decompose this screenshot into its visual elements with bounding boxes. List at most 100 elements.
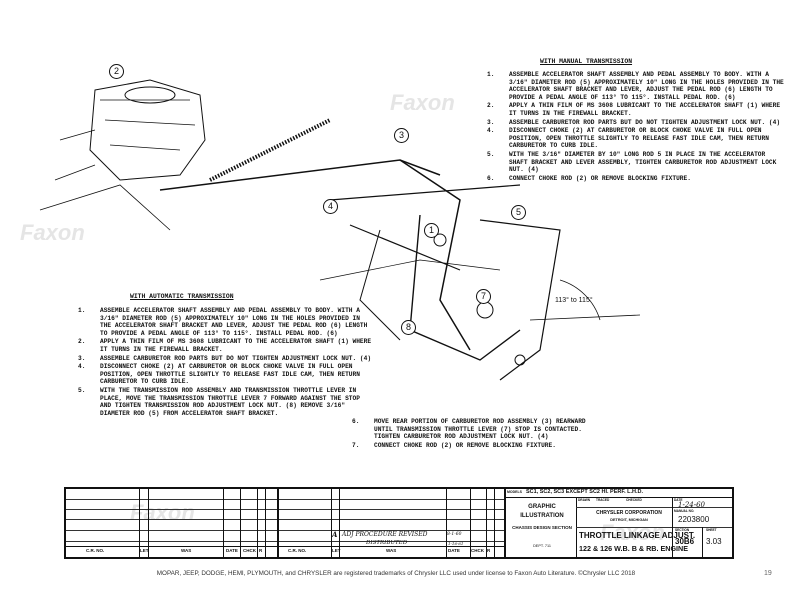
instruction-step: 7.CONNECT CHOKE ROD (2) OR REMOVE BLOCKI… — [352, 442, 602, 450]
step-number: 2. — [487, 102, 495, 110]
step-number: 4. — [487, 127, 495, 135]
step-number: 4. — [78, 363, 86, 371]
column-header: LET — [332, 548, 341, 553]
column-header: DATE — [226, 548, 238, 553]
instruction-step: 3. ASSEMBLE CARBURETOR ROD PARTS BUT DO N… — [487, 119, 787, 127]
column-header: WAS — [181, 548, 192, 553]
distributed-date: 1-16-61 — [448, 541, 464, 546]
step-text: CONNECT CHOKE ROD (2) OR REMOVE BLOCKING… — [509, 174, 691, 182]
automatic-heading: WITH AUTOMATIC TRANSMISSION — [130, 293, 234, 300]
automatic-steps: 1. ASSEMBLE ACCELERATOR SHAFT ASSEMBLY AN… — [78, 307, 374, 418]
title-line-1: THROTTLE LINKAGE ADJUST. — [579, 531, 696, 540]
manual-heading: WITH MANUAL TRANSMISSION — [540, 58, 633, 65]
pedal-angle-label: 113° to 115° — [555, 297, 593, 304]
callout-8: 8 — [401, 320, 416, 335]
callout-5: 5 — [511, 205, 526, 220]
section-value: 30B6 — [675, 537, 695, 546]
instruction-step: 5. WITH THE TRANSMISSION ROD ASSEMBLY AND… — [78, 387, 374, 417]
column-header: CHCK — [243, 548, 256, 553]
step-text: WITH THE 3/16" DIAMETER BY 10" LONG ROD … — [509, 150, 777, 174]
automatic-steps-continued: 6. MOVE REAR PORTION OF CARBURETOR ROD AS… — [352, 418, 602, 450]
sheet-value: 3.03 — [706, 537, 722, 546]
checked-label: CHECKED — [626, 498, 642, 502]
watermark-logo: Faxon — [20, 220, 85, 245]
company-city: DETROIT, MICHIGAN — [610, 518, 648, 522]
instruction-step: 1. ASSEMBLE ACCELERATOR SHAFT ASSEMBLY AN… — [78, 307, 374, 337]
manual-no-label: MANUAL NO. — [674, 509, 695, 513]
column-header: DATE — [448, 548, 460, 553]
column-header: WAS — [386, 548, 397, 553]
carburetor-rod — [159, 159, 441, 191]
date-label: DATE — [674, 498, 683, 502]
step-text: ASSEMBLE CARBURETOR ROD PARTS BUT DO NOT… — [100, 354, 372, 362]
models-label: MODELS — [507, 490, 522, 494]
step-text: CONNECT CHOKE ROD (2) OR REMOVE BLOCKING… — [374, 441, 556, 449]
step-text: DISCONNECT CHOKE (2) AT CARBURETOR OR BL… — [100, 363, 360, 386]
step-number: 1. — [78, 307, 86, 314]
step-number: 6. — [352, 418, 360, 425]
graphic-illustration-label: GRAPHIC ILLUSTRATION — [520, 504, 564, 519]
manual-no-value: 2203800 — [678, 515, 710, 524]
distributed-text: DISTRIBUTED — [366, 540, 408, 546]
step-number: 6. — [487, 174, 495, 182]
callout-7: 7 — [476, 289, 491, 304]
step-text: DISCONNECT CHOKE (2) AT CARBURETOR OR BL… — [509, 127, 769, 150]
manual-steps: 1. ASSEMBLE ACCELERATOR SHAFT ASSEMBLY AN… — [487, 71, 787, 183]
step-text: WITH THE TRANSMISSION ROD ASSEMBLY AND T… — [100, 386, 360, 417]
transmission-rod — [409, 214, 521, 361]
step-number: 3. — [487, 118, 495, 126]
step-number: 5. — [78, 386, 86, 394]
page-number: 19 — [764, 570, 772, 577]
instruction-step: 5. WITH THE 3/16" DIAMETER BY 10" LONG RO… — [487, 151, 787, 174]
column-header: C.R. NO. — [86, 548, 105, 553]
callout-2: 2 — [109, 64, 124, 79]
watermark-logo: Faxon — [130, 500, 195, 525]
instruction-step: 4. DISCONNECT CHOKE (2) AT CARBURETOR OR … — [487, 127, 787, 150]
trademark-footer: MOPAR, JEEP, DODGE, HEMI, PLYMOUTH, and … — [156, 570, 636, 577]
step-text: ASSEMBLE ACCELERATOR SHAFT ASSEMBLY AND … — [509, 71, 784, 101]
step-text: APPLY A THIN FILM OF MS 3608 LUBRICANT T… — [100, 338, 372, 353]
models-value: SC1, SC2, SC3 EXCEPT SC2 HI. PERF. L.H.D… — [526, 489, 644, 495]
step-text: ASSEMBLE CARBURETOR ROD PARTS BUT DO NOT… — [509, 118, 781, 126]
revision-text: ADJ PROCEDURE REVISED — [342, 531, 428, 538]
dept-label: DEPT. 711 — [533, 544, 551, 548]
step-text: APPLY A THIN FILM OF MS 3608 LUBRICANT T… — [509, 102, 781, 117]
instruction-step: 2. APPLY A THIN FILM OF MS 3608 LUBRICANT… — [78, 338, 374, 353]
instruction-step: 6. CONNECT CHOKE ROD (2) OR REMOVE BLOCKI… — [487, 175, 787, 183]
section-label: SECTION — [675, 528, 690, 532]
column-header: C.R. NO. — [288, 548, 307, 553]
revision-date: 8-1-60 — [447, 532, 462, 537]
callout-1: 1 — [424, 223, 439, 238]
step-number: 1. — [487, 71, 495, 78]
callout-3: 3 — [394, 128, 409, 143]
instruction-step: 2. APPLY A THIN FILM OF MS 3608 LUBRICANT… — [487, 102, 787, 117]
watermark-logo: Faxon — [390, 90, 455, 115]
accelerator-shaft — [399, 159, 471, 351]
column-header: CHCK — [471, 548, 484, 553]
traced-label: TRACED — [596, 498, 610, 502]
carburetor-outline — [89, 79, 206, 181]
sheet-label: SHEET — [706, 528, 717, 532]
drawn-label: DRAWN — [578, 498, 591, 502]
section-name: CHASSIS DESIGN SECTION — [512, 525, 572, 530]
step-number: 3. — [78, 354, 86, 362]
revision-letter: A — [332, 530, 338, 539]
step-number: 5. — [487, 150, 495, 158]
step-number: 2. — [78, 338, 86, 346]
instruction-step: 3. ASSEMBLE CARBURETOR ROD PARTS BUT DO N… — [78, 355, 374, 363]
instruction-step: 1. ASSEMBLE ACCELERATOR SHAFT ASSEMBLY AN… — [487, 71, 787, 101]
instruction-step: 6. MOVE REAR PORTION OF CARBURETOR ROD AS… — [352, 418, 602, 441]
column-header: R — [259, 548, 263, 553]
instruction-step: 4. DISCONNECT CHOKE (2) AT CARBURETOR OR … — [78, 363, 374, 386]
column-header: R — [487, 548, 491, 553]
step-text: ASSEMBLE ACCELERATOR SHAFT ASSEMBLY AND … — [100, 307, 368, 337]
column-header: LET — [140, 548, 149, 553]
watermark-logo: Faxon — [600, 520, 665, 545]
linkage-diagram — [39, 79, 641, 381]
date-value: 1-24-60 — [678, 501, 705, 509]
step-text: MOVE REAR PORTION OF CARBURETOR ROD ASSE… — [374, 418, 586, 441]
title-line-2: 122 & 126 W.B. B & RB. ENGINE — [579, 544, 689, 553]
callout-4: 4 — [323, 199, 338, 214]
